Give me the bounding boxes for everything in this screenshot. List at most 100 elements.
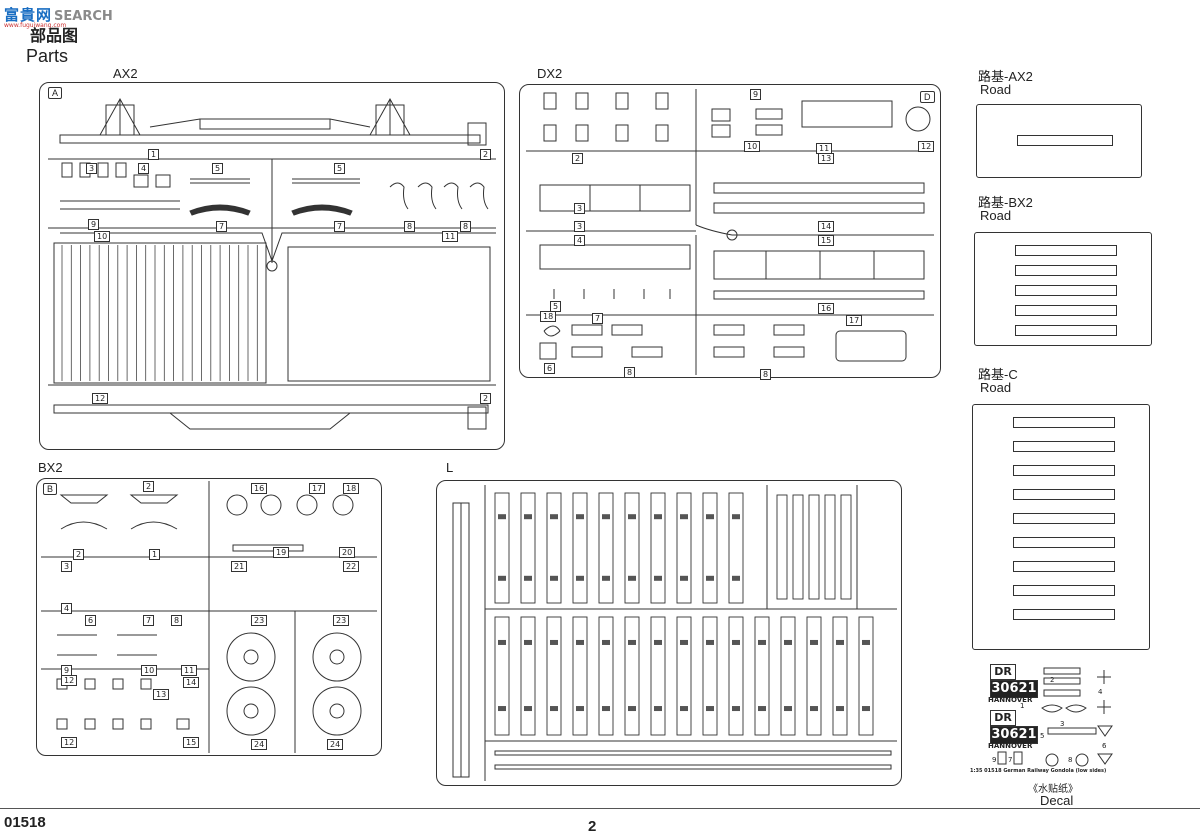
road-ax2-label-en: Road bbox=[980, 82, 1012, 97]
decal-city-2: HANNOVER bbox=[988, 742, 1033, 750]
sprue-label-ax2: AX2 bbox=[113, 66, 138, 81]
part-number: 19 bbox=[273, 547, 290, 558]
road-c-label-cn: 路基-C bbox=[978, 367, 1018, 382]
plank-part bbox=[572, 492, 588, 604]
sprue-dx2-corner-letter: D bbox=[920, 91, 935, 103]
part-number: 7 bbox=[216, 221, 228, 232]
post-part bbox=[824, 494, 836, 600]
road-slot bbox=[1015, 325, 1117, 336]
page-number: 2 bbox=[588, 818, 597, 835]
road-slot bbox=[1013, 417, 1115, 428]
road-c-label-en: Road bbox=[980, 380, 1012, 395]
page-title-cn: 部品图 bbox=[30, 26, 79, 45]
part-number: 24 bbox=[251, 739, 268, 750]
footer-divider bbox=[0, 808, 1200, 809]
plank-bracket bbox=[758, 706, 766, 712]
road-slot bbox=[1015, 285, 1117, 296]
product-code: 01518 bbox=[4, 814, 46, 831]
plank-part bbox=[624, 492, 640, 604]
plank-bracket bbox=[862, 706, 870, 712]
part-number: 8 bbox=[624, 367, 636, 378]
sprue-bx2-drawing bbox=[41, 481, 377, 753]
part-number: 8 bbox=[171, 615, 183, 626]
road-slot bbox=[1017, 135, 1113, 146]
part-number: 3 bbox=[574, 203, 586, 214]
part-number: 23 bbox=[251, 615, 268, 626]
plank-bracket bbox=[498, 639, 506, 645]
plank-bracket bbox=[576, 639, 584, 645]
sprue-l bbox=[436, 480, 902, 786]
decal-dr-plate-2: DR bbox=[990, 710, 1016, 726]
road-slot bbox=[1015, 245, 1117, 256]
plank-part bbox=[624, 616, 640, 736]
decal-marks bbox=[997, 667, 1113, 767]
part-number: 10 bbox=[94, 231, 111, 242]
plank-bracket bbox=[836, 706, 844, 712]
plank-part bbox=[806, 616, 822, 736]
plank-bracket bbox=[550, 706, 558, 712]
part-number: 1 bbox=[149, 549, 161, 560]
part-number: 3 bbox=[61, 561, 73, 572]
sprue-l-drawing bbox=[452, 485, 897, 781]
part-number: 21 bbox=[231, 561, 248, 572]
plank-bracket bbox=[732, 575, 740, 581]
part-number: 6 bbox=[544, 363, 556, 374]
road-slot bbox=[1013, 465, 1115, 476]
part-number: 2 bbox=[480, 149, 492, 160]
plank-bracket bbox=[498, 514, 506, 520]
road-ax2 bbox=[976, 104, 1142, 178]
plank-bracket bbox=[602, 639, 610, 645]
part-number: 24 bbox=[327, 739, 344, 750]
plank-bracket bbox=[732, 706, 740, 712]
sprue-label-dx2: DX2 bbox=[537, 66, 563, 81]
plank-bracket bbox=[810, 706, 818, 712]
plank-part bbox=[598, 616, 614, 736]
part-number: 5 bbox=[334, 163, 346, 174]
part-number: 2 bbox=[572, 153, 584, 164]
decal-number-2: 30621 bbox=[990, 726, 1038, 744]
plank-bracket bbox=[524, 639, 532, 645]
decal-num-6: 6 bbox=[1102, 742, 1107, 750]
part-number: 11 bbox=[181, 665, 198, 676]
plank-bracket bbox=[550, 575, 558, 581]
sprue-label-bx2: BX2 bbox=[38, 460, 63, 475]
part-number: 11 bbox=[442, 231, 459, 242]
plank-bracket bbox=[680, 706, 688, 712]
decal-num-7: 7 bbox=[1008, 756, 1013, 764]
part-number: 10 bbox=[744, 141, 761, 152]
plank-bracket bbox=[524, 514, 532, 520]
part-number: 7 bbox=[334, 221, 346, 232]
part-number: 17 bbox=[846, 315, 863, 326]
decal-num-5: 5 bbox=[1040, 732, 1045, 740]
plank-bracket bbox=[706, 639, 714, 645]
decal-num-1: 1 bbox=[1020, 702, 1025, 710]
road-slot bbox=[1013, 609, 1115, 620]
part-number: 3 bbox=[574, 221, 586, 232]
plank-part bbox=[676, 616, 692, 736]
plank-bracket bbox=[836, 639, 844, 645]
plank-bracket bbox=[602, 514, 610, 520]
road-slot bbox=[1013, 537, 1115, 548]
decal-number: 30621 bbox=[990, 680, 1038, 698]
part-number: 6 bbox=[85, 615, 97, 626]
plank-bracket bbox=[654, 706, 662, 712]
plank-bracket bbox=[550, 639, 558, 645]
plank-part bbox=[728, 492, 744, 604]
plank-bracket bbox=[576, 706, 584, 712]
part-number: 4 bbox=[61, 603, 73, 614]
plank-bracket bbox=[732, 514, 740, 520]
part-number: 9 bbox=[88, 219, 100, 230]
post-part bbox=[840, 494, 852, 600]
plank-bracket bbox=[706, 514, 714, 520]
part-number: 16 bbox=[818, 303, 835, 314]
decal-dr-plate: DR bbox=[990, 664, 1016, 680]
plank-part bbox=[754, 616, 770, 736]
plank-part bbox=[832, 616, 848, 736]
part-number: 4 bbox=[138, 163, 150, 174]
part-number: 20 bbox=[339, 547, 356, 558]
plank-bracket bbox=[680, 575, 688, 581]
road-bx2-label-en: Road bbox=[980, 208, 1012, 223]
plank-bracket bbox=[654, 514, 662, 520]
plank-bracket bbox=[706, 706, 714, 712]
